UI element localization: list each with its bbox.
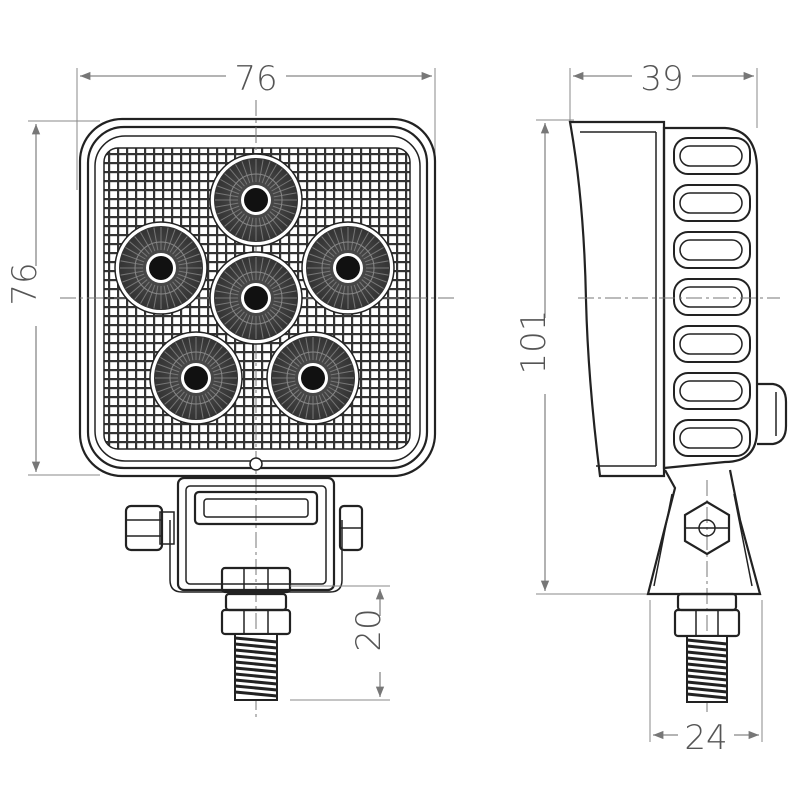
- width-label: 76: [234, 59, 277, 99]
- led-2: [114, 221, 208, 315]
- stud-label: 20: [349, 608, 389, 651]
- total-height-label: 101: [514, 310, 554, 375]
- threaded-stud: [220, 592, 292, 701]
- fin-2: [673, 184, 751, 222]
- cable-gland: [757, 382, 788, 446]
- led-group: [114, 153, 395, 425]
- fin-3: [673, 231, 751, 269]
- led-1: [209, 153, 303, 247]
- led-4: [209, 251, 303, 345]
- fin-5: [673, 325, 751, 363]
- height-label: 76: [5, 262, 45, 305]
- fin-4: [673, 278, 751, 316]
- side-bracket: [646, 469, 762, 596]
- hex-bolt-head: [683, 500, 731, 556]
- mounting-bracket: [124, 476, 364, 594]
- side-front-profile: [568, 120, 666, 478]
- led-6: [266, 331, 360, 425]
- bracket-label: 24: [684, 718, 727, 758]
- led-5: [149, 331, 243, 425]
- depth-label: 39: [640, 59, 683, 99]
- heatsink-fins: [673, 137, 751, 457]
- fin-6: [673, 372, 751, 410]
- led-3: [301, 221, 395, 315]
- side-threaded-stud: [673, 592, 741, 703]
- front-view: 76 76: [5, 56, 455, 720]
- side-view: 39 101: [514, 56, 788, 758]
- fin-1: [673, 137, 751, 175]
- fin-7: [673, 419, 751, 457]
- heatsink-outline: [662, 126, 759, 470]
